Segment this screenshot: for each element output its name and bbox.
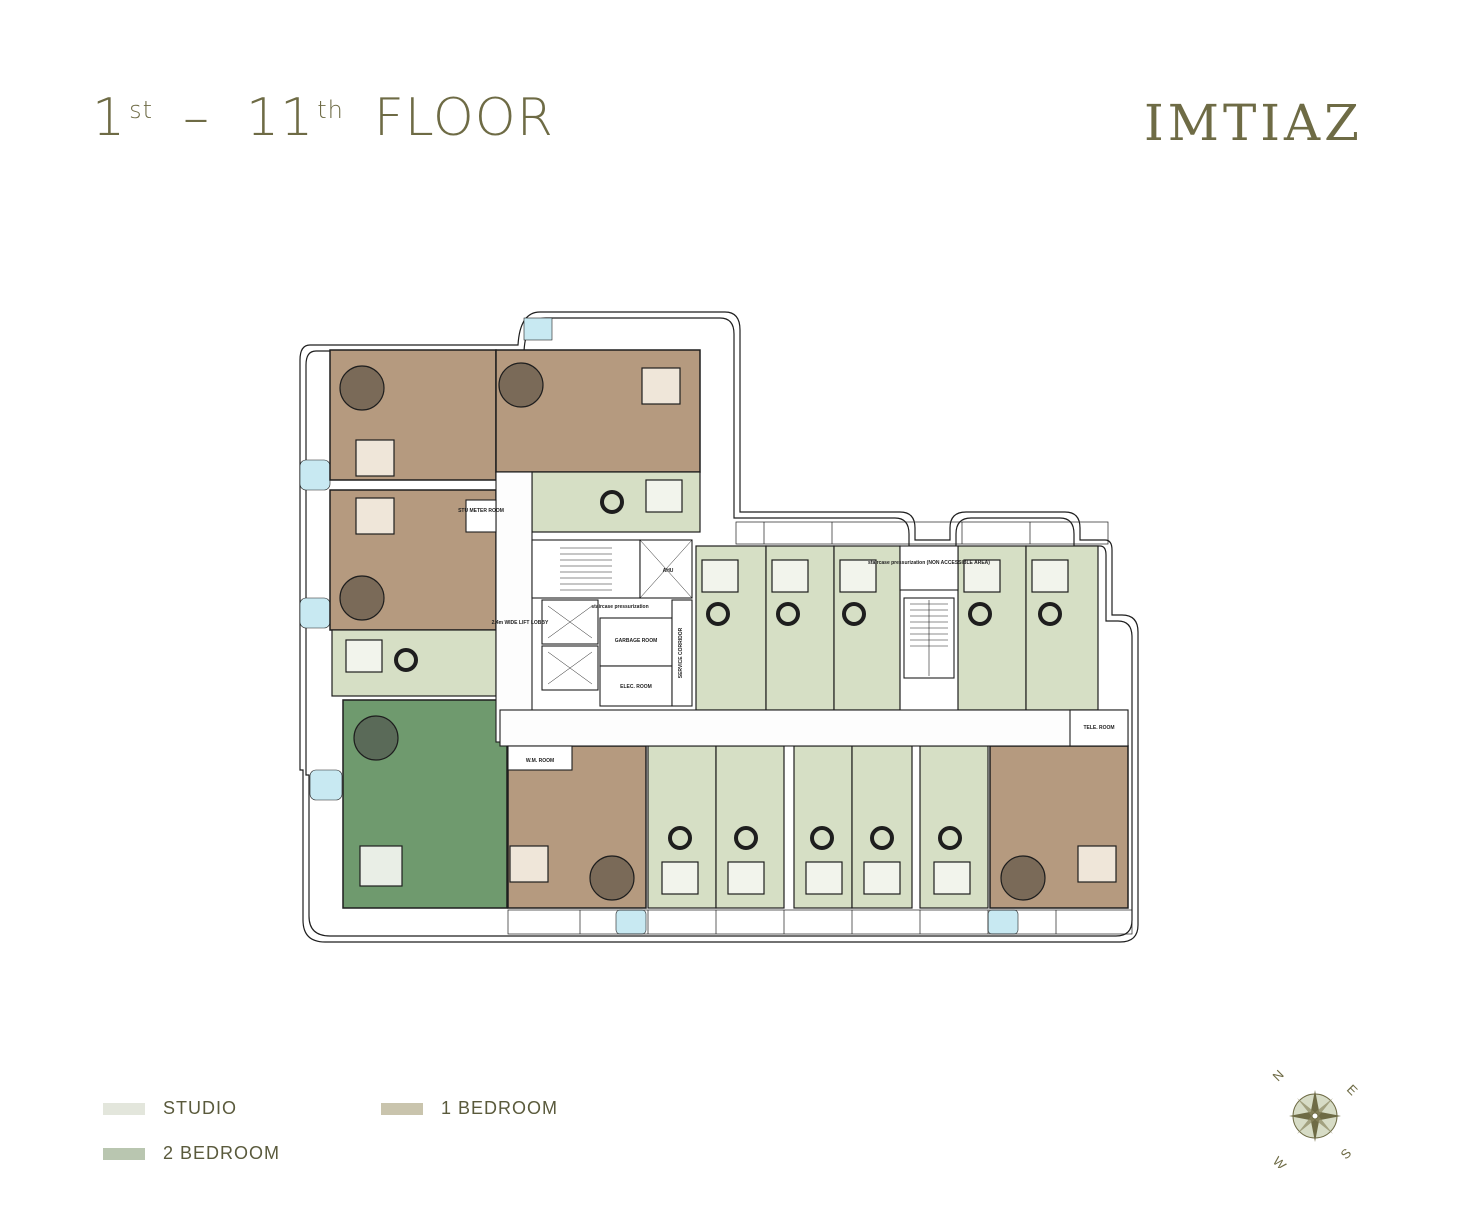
floor-label: FLOOR [373,88,554,148]
furniture [339,362,1117,901]
brand-logo: IMTIAZ [1144,94,1363,152]
room-labels: STU METER ROOM 2.4m WIDE LIFT LOBBY AHU … [458,508,1114,764]
service-corridor [671,599,693,707]
floor-range-dash: – [183,88,211,148]
legend-swatch-studio [103,1102,145,1115]
garbage-room [599,617,673,667]
floor-to-suffix: th [317,96,344,124]
compass-icon: N E S W [1270,1068,1361,1168]
floor-from-number: 1 [92,88,127,148]
floor-from-suffix: st [129,96,154,124]
compass-n: N [1270,1068,1287,1084]
label-ahu: AHU [663,568,674,574]
label-staircase-na: staircase pressurization (NON ACCESSIBLE… [868,560,990,566]
elec-room [599,665,673,707]
building-outline [299,311,1139,943]
compass-w: W [1270,1154,1290,1168]
legend-2-bedroom: 2 BEDROOM [103,1143,280,1164]
stu-meter-room [465,499,497,533]
compass-s: S [1338,1145,1355,1162]
compass-e: E [1344,1082,1361,1099]
legend-1-bedroom: 1 BEDROOM [381,1098,558,1119]
legend-swatch-1-bedroom [381,1102,423,1115]
legend-label-1-bedroom: 1 BEDROOM [441,1098,559,1118]
label-staircase-pressurization: staircase pressurization [591,604,648,610]
label-stu-meter-room: STU METER ROOM [458,508,504,514]
label-elec-room: ELEC. ROOM [620,684,652,690]
window-glazing [299,317,1019,935]
label-garbage-room: GARBAGE ROOM [615,638,658,644]
label-tele-room: TELE. ROOM [1083,725,1114,731]
wm-room [507,745,573,771]
legend-label-studio: STUDIO [163,1098,238,1118]
legend-label-2-bedroom: 2 BEDROOM [163,1143,281,1163]
core-area [465,471,1129,771]
balcony-slabs [507,521,1133,935]
core-stair [531,539,641,599]
staircase-na [899,545,959,591]
tele-room [1069,709,1129,747]
stair-treads [560,547,948,676]
floor-to-number: 11 [246,88,315,148]
legend-swatch-2-bedroom [103,1147,145,1160]
label-service-corridor: SERVICE CORRIDOR [678,627,684,678]
label-lift-lobby: 2.4m WIDE LIFT LOBBY [492,620,549,626]
label-wm-room: W.M. ROOM [526,758,554,764]
legend-studio: STUDIO [103,1098,237,1119]
